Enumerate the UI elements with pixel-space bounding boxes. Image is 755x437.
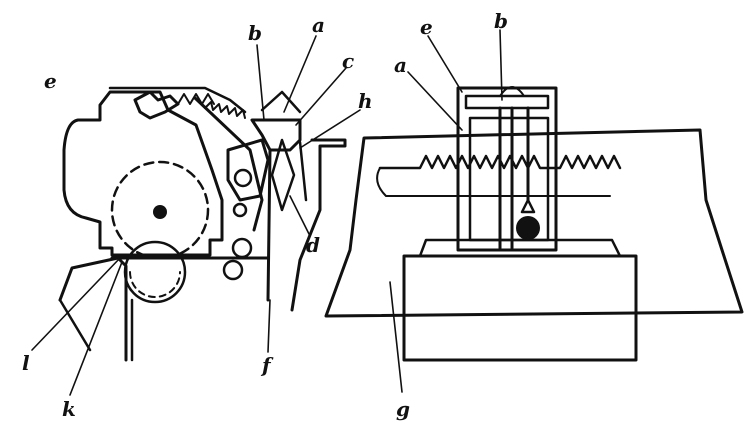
leader-f [267, 299, 271, 353]
pivot-bottom [222, 259, 244, 281]
label-d-left: d [306, 233, 320, 257]
stand-leg [58, 298, 92, 352]
leader-d [289, 195, 311, 237]
plate-g [324, 128, 744, 318]
leader-e-right [427, 35, 463, 93]
label-k-left: k [62, 397, 76, 421]
block-top [418, 238, 622, 258]
label-b-right: b [494, 9, 508, 33]
label-e-left: e [44, 69, 57, 93]
label-l-left: l [22, 351, 30, 375]
pivot-middle [232, 202, 248, 218]
pendulum-link [520, 198, 536, 214]
lower-roller [123, 240, 187, 304]
lower-roller-dash [129, 271, 181, 298]
housing-e [62, 90, 224, 257]
spring [177, 93, 215, 105]
leader-c [295, 67, 347, 126]
pivot-upper [233, 168, 253, 188]
leader-a-right [407, 71, 463, 131]
ratchet-teeth [204, 101, 246, 119]
diamond-d [270, 138, 296, 212]
bracket-cap [260, 90, 302, 114]
label-g-right: g [396, 397, 410, 421]
label-a-right: a [394, 53, 407, 77]
label-f-left: f [260, 353, 274, 377]
leader-g [389, 281, 403, 393]
drive-wheel-hub [153, 205, 167, 219]
ratchet-arm [193, 96, 264, 232]
linkage-plate [226, 138, 270, 202]
leader-b-right [499, 29, 503, 101]
label-a-left: a [312, 13, 325, 37]
pivot-lower [231, 237, 253, 259]
front-view-mechanism [324, 29, 744, 393]
side-view-mechanism [31, 35, 361, 396]
housing-top-edge [108, 86, 247, 114]
leader-k [69, 261, 123, 396]
frame-inner [468, 116, 550, 242]
toothed-rack [378, 154, 622, 170]
pendulum-bob [516, 216, 540, 240]
guide-h [290, 138, 347, 312]
guide-inner [298, 140, 308, 202]
upper-bracket [250, 118, 302, 152]
frame-top-bar [464, 94, 550, 110]
rack-lower-edge [376, 167, 611, 197]
label-c-left: c [342, 49, 354, 73]
rod-f [266, 148, 272, 302]
top-pawl [133, 90, 180, 120]
leader-l [31, 257, 121, 351]
label-b-left: b [248, 21, 262, 45]
left-stand [58, 256, 128, 362]
lower-block [402, 254, 638, 362]
label-e-right: e [420, 15, 433, 39]
leader-b [256, 44, 265, 121]
leader-h [299, 109, 361, 149]
leader-a [283, 35, 317, 113]
label-h-left: h [358, 89, 373, 113]
